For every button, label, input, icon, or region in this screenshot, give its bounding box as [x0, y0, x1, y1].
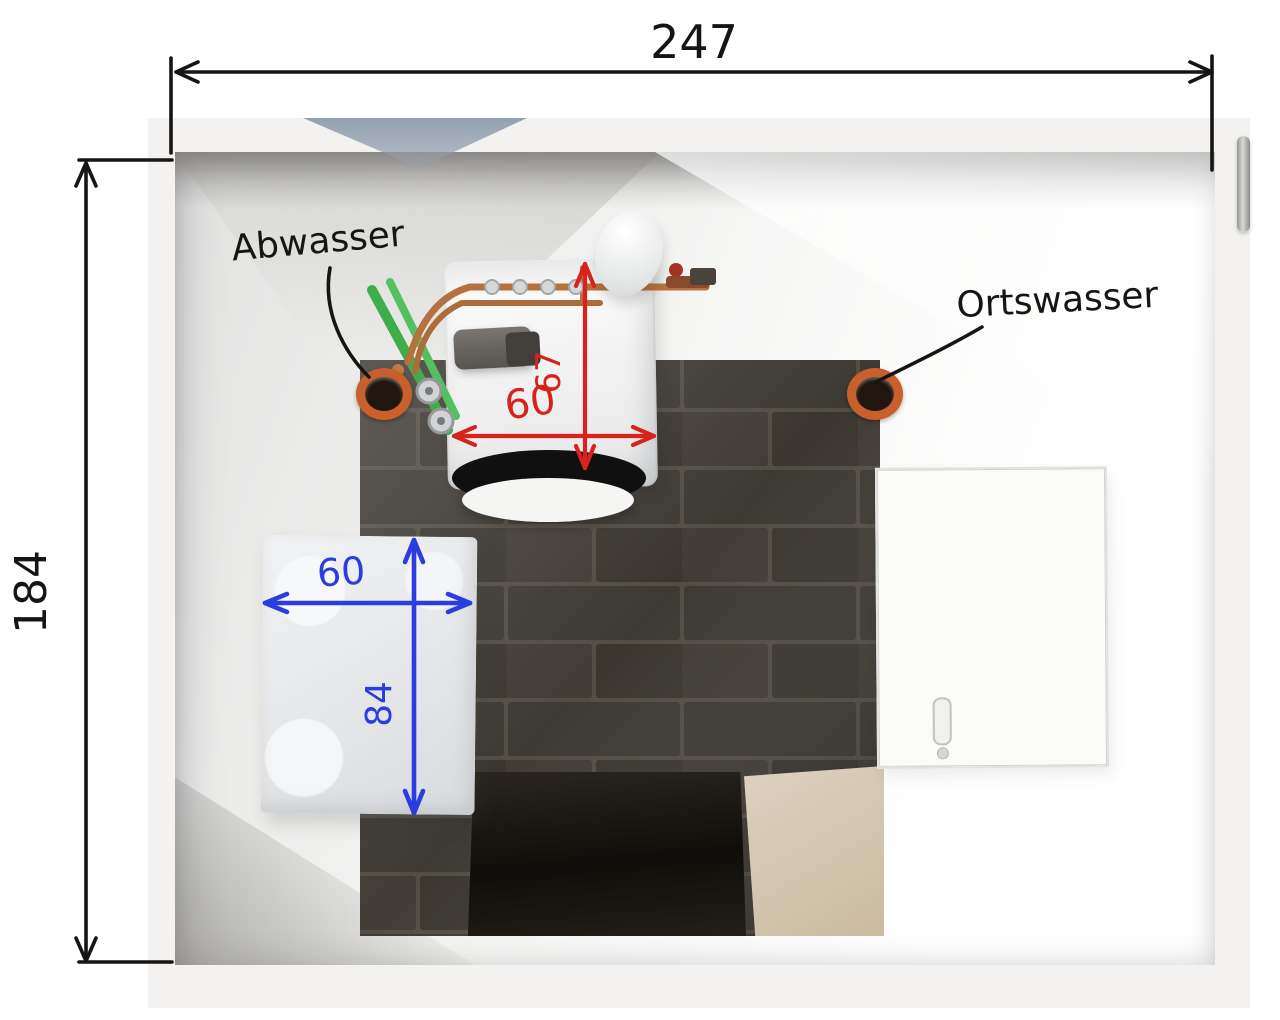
cabinet-top-view — [260, 534, 478, 816]
door-panel — [874, 466, 1110, 769]
ortswasser-pipe-fitting — [847, 368, 903, 420]
room-depth-value: 184 — [6, 550, 57, 634]
wall-pipe — [1237, 136, 1250, 232]
floor-opening — [468, 772, 746, 936]
abwasser-pipe-fitting — [356, 368, 412, 420]
washer-front-flap — [462, 478, 634, 522]
door-handle — [932, 697, 952, 746]
door-handle-end — [936, 747, 949, 760]
room-width-value: 247 — [650, 15, 738, 69]
washer-control-box-small — [505, 331, 541, 367]
bare-floor-patch — [744, 766, 884, 936]
